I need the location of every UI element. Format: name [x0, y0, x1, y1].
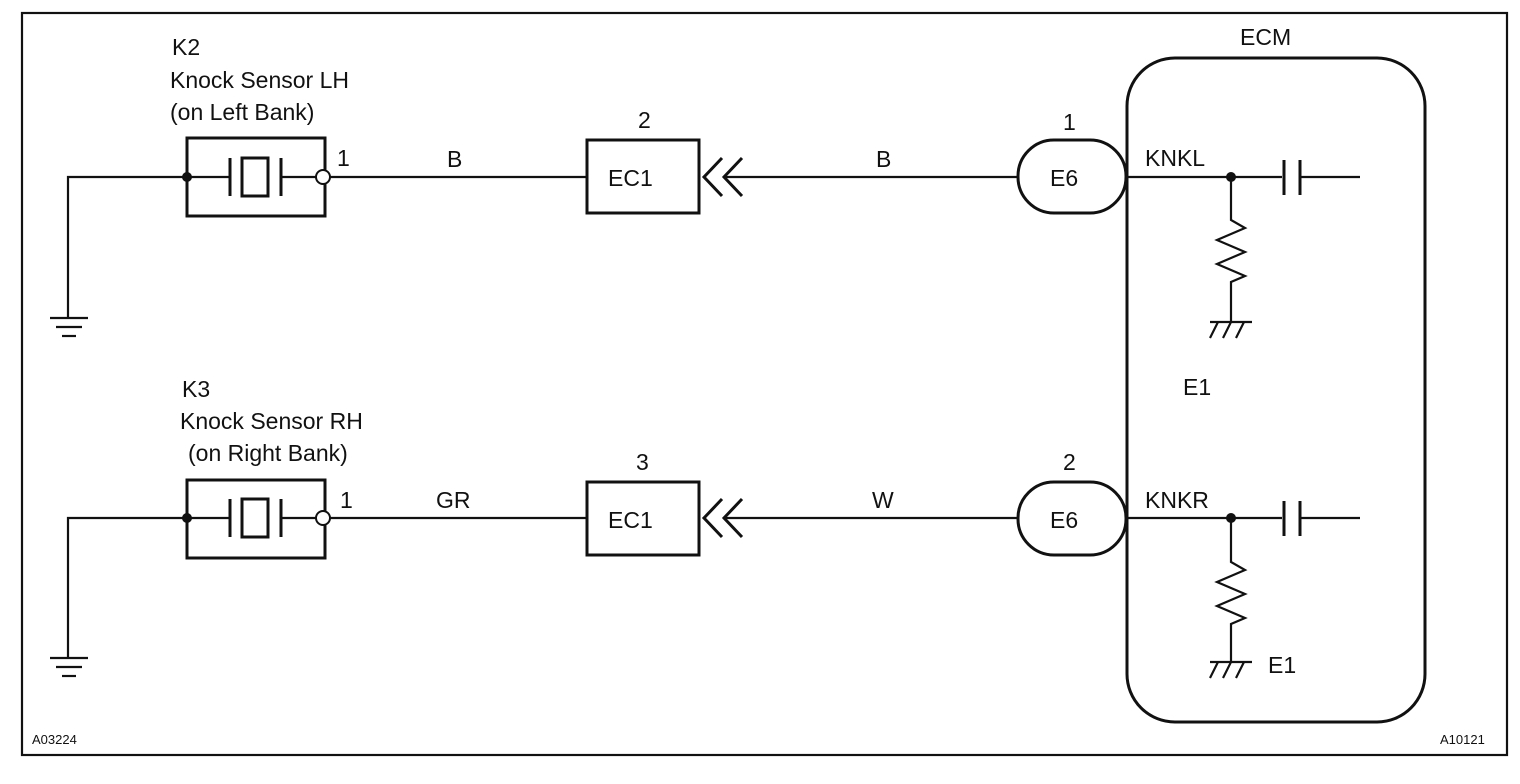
sensor-location: (on Left Bank): [170, 99, 314, 125]
figure-code-right: A10121: [1440, 732, 1485, 747]
sensor-pin: 1: [340, 487, 353, 513]
ecm-terminal-label: KNKR: [1145, 487, 1209, 513]
capacitor-icon: [1282, 160, 1360, 195]
ecm-label: ECM: [1240, 24, 1291, 50]
wire-color-label: B: [447, 146, 462, 172]
connector-pin: 3: [636, 449, 649, 475]
wire-color-label: B: [876, 146, 891, 172]
connector-ec1: [585, 480, 701, 557]
piezo-element-icon: [187, 497, 318, 539]
sensor-code: K3: [182, 376, 210, 402]
connector-name: EC1: [608, 507, 653, 533]
sensor-location: (on Right Bank): [188, 440, 348, 466]
capacitor-icon: [1282, 501, 1360, 536]
ecm-terminal-label: KNKL: [1145, 145, 1205, 171]
figure-code-left: A03224: [32, 732, 77, 747]
wire-color-label: GR: [436, 487, 471, 513]
sensor-code: K2: [172, 34, 200, 60]
connector-pin: 2: [638, 107, 651, 133]
sensor-name: Knock Sensor LH: [170, 67, 349, 93]
resistor-icon: [1214, 177, 1248, 322]
ecm-box: [1125, 56, 1427, 724]
piezo-element-icon: [187, 156, 318, 198]
sensor-terminal: [315, 169, 331, 185]
circuit-row-rh: K3 Knock Sensor RH (on Right Bank) 1 GR …: [50, 376, 1360, 679]
sensor-name: Knock Sensor RH: [180, 408, 363, 434]
resistor-icon: [1214, 518, 1248, 662]
connector-name: E6: [1050, 165, 1078, 191]
connector-pin: 1: [1063, 109, 1076, 135]
connector-name: E6: [1050, 507, 1078, 533]
connector-pin: 2: [1063, 449, 1076, 475]
ecm-ground-label: E1: [1183, 374, 1211, 400]
chassis-ground-icon: [1209, 320, 1252, 339]
circuit-row-lh: K2 Knock Sensor LH (on Left Bank) 1 B 2 …: [50, 34, 1360, 339]
connector-ec1: [585, 138, 701, 215]
ground-icon: [50, 316, 88, 338]
diagram-frame: [20, 11, 1509, 757]
sensor-terminal: [315, 510, 331, 526]
sensor-ground-wire: [66, 175, 186, 318]
ground-icon: [50, 656, 88, 678]
wire-color-label: W: [872, 487, 894, 513]
sensor-ground-wire: [66, 516, 186, 658]
chassis-ground-icon: [1209, 660, 1252, 679]
ecm-ground-label-2: E1: [1268, 652, 1296, 678]
connector-name: EC1: [608, 165, 653, 191]
sensor-pin: 1: [337, 145, 350, 171]
